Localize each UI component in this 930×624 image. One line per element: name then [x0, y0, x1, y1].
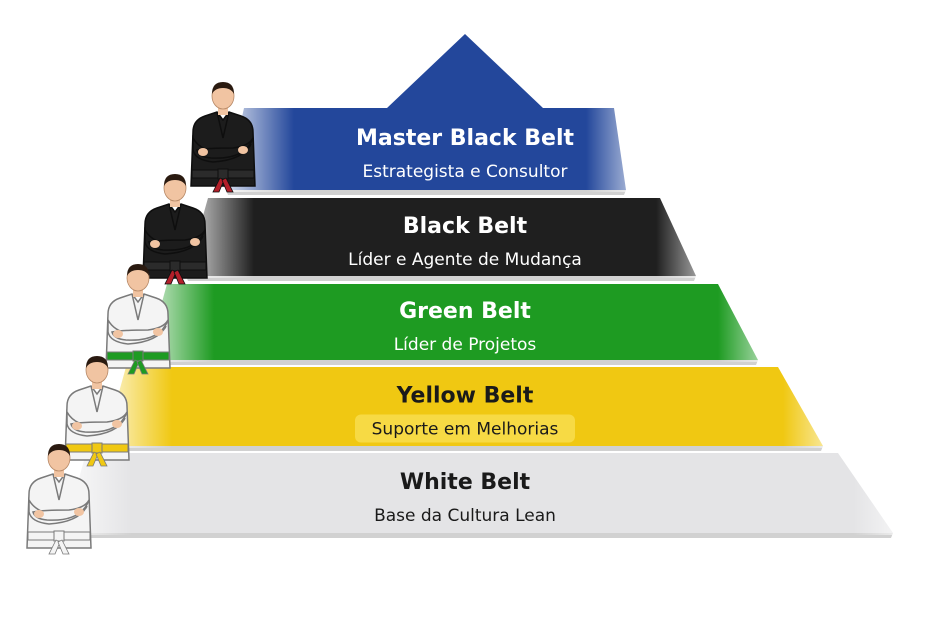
tier-subtitle-highlight-yellow-belt [355, 414, 575, 443]
tier-title-white-belt: White Belt [400, 470, 531, 495]
tier-band-white-belt [64, 453, 893, 533]
tier-shadow-white-belt [64, 533, 893, 538]
figure-master-black-belt-icon [190, 82, 256, 193]
tier-fade-right-white-belt [853, 451, 897, 535]
tier-band-black-belt [186, 198, 696, 276]
tier-fade-right-green-belt [718, 282, 762, 362]
figure-yellow-belt-icon [64, 356, 130, 467]
tier-fade-right-master-black-belt [586, 106, 630, 192]
tier-title-master-black-belt: Master Black Belt [356, 126, 574, 151]
tier-title-black-belt: Black Belt [403, 214, 528, 239]
tier-subtitle-yellow-belt: Suporte em Melhorias [372, 420, 559, 440]
tier-subtitle-green-belt: Líder de Projetos [394, 335, 537, 355]
tier-subtitle-white-belt: Base da Cultura Lean [374, 506, 556, 526]
figure-black-belt-icon [142, 174, 208, 285]
figure-white-belt-icon [26, 444, 92, 555]
tier-band-green-belt [146, 284, 758, 360]
tier-yellow-belt [102, 365, 827, 451]
figure-green-belt-icon [105, 264, 171, 375]
tier-subtitle-black-belt: Líder e Agente de Mudança [348, 250, 582, 270]
pyramid-bands [62, 34, 897, 538]
tier-shadow-black-belt [186, 276, 696, 281]
tier-band-yellow-belt [104, 367, 823, 446]
tier-fade-right-black-belt [656, 196, 700, 278]
tier-shadow-green-belt [146, 360, 758, 365]
tier-shadow-yellow-belt [104, 446, 823, 451]
tier-band-master-black-belt [226, 34, 626, 190]
tier-subtitle-master-black-belt: Estrategista e Consultor [363, 162, 568, 182]
tier-title-yellow-belt: Yellow Belt [396, 384, 534, 409]
tier-fade-right-yellow-belt [783, 365, 827, 448]
tier-shadow-master-black-belt [226, 190, 626, 195]
tier-title-green-belt: Green Belt [399, 299, 531, 324]
martial-artist-figures [26, 82, 256, 555]
